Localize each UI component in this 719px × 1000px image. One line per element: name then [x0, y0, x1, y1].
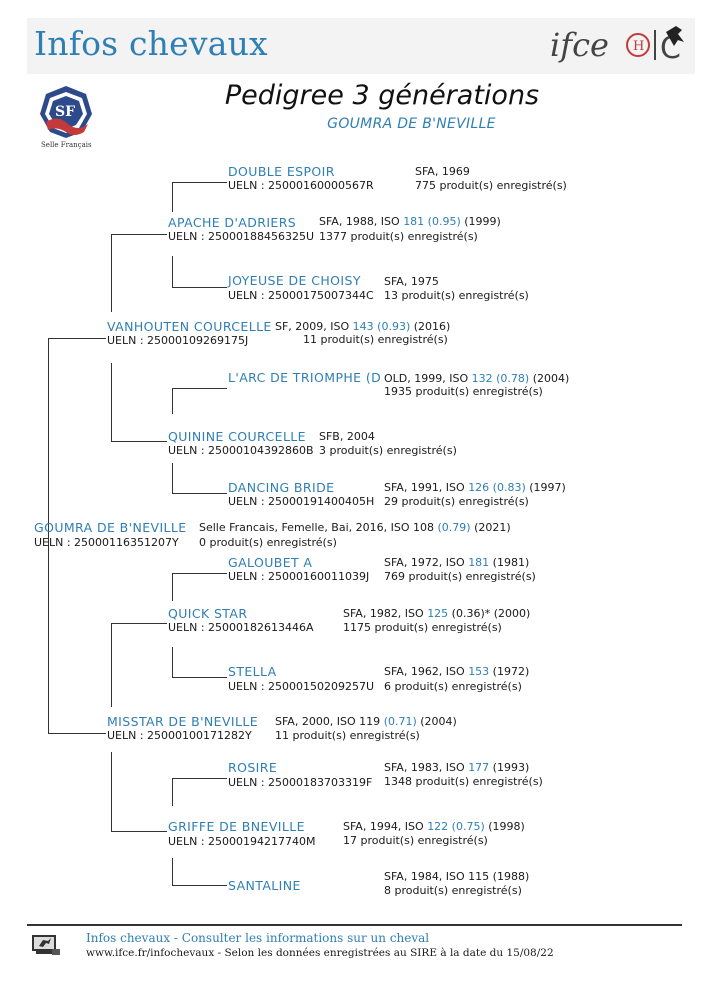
horse-ueln-dds: UELN : 25000183703319F: [228, 776, 373, 789]
connector-sire-dam: [111, 441, 167, 442]
horse-name-sire[interactable]: VANHOUTEN COURCELLE: [107, 319, 272, 334]
horse-info-sds: OLD, 1999, ISO 132 (0.78) (2004): [384, 372, 570, 385]
horse-info-dsd: SFA, 1962, ISO 153 (1972): [384, 665, 530, 678]
sf-logo-caption: Selle Français: [41, 141, 92, 149]
header-band: [27, 18, 695, 74]
horse-info-dam-dam: SFA, 1994, ISO 122 (0.75) (1998): [343, 820, 525, 833]
selle-francais-logo: SF Selle Français: [40, 86, 92, 149]
horse-info-sss: SFA, 1969: [415, 165, 470, 178]
horse-products-sss: 775 produit(s) enregistré(s): [415, 179, 567, 192]
connector-dsd: [172, 647, 173, 678]
horse-info-ssd: SFA, 1975: [384, 275, 439, 288]
horse-info-dam: SFA, 2000, ISO 119 (0.71) (2004): [275, 715, 457, 728]
horse-products-dss: 769 produit(s) enregistré(s): [384, 570, 536, 583]
horse-ueln-sss: UELN : 25000160000567R: [228, 179, 374, 192]
horse-info-sire: SF, 2009, ISO 143 (0.93) (2016): [275, 320, 451, 333]
connector-root: [48, 338, 49, 734]
horse-ueln-dam-dam: UELN : 25000194217740M: [168, 835, 316, 848]
horse-name-subject[interactable]: GOUMRA DE B'NEVILLE: [34, 520, 187, 535]
horse-ueln-dss: UELN : 25000160011039J: [228, 570, 370, 583]
horse-products-sire-sire: 1377 produit(s) enregistré(s): [319, 230, 478, 243]
connector-sss: [172, 182, 173, 212]
page-title: Pedigree 3 générations: [224, 80, 540, 111]
ifce-badge-letter: H: [633, 39, 644, 54]
footer-source: www.ifce.fr/infochevaux - Selon les donn…: [86, 947, 554, 959]
ifce-logo-text: ifce: [550, 26, 609, 64]
connector-root-sire: [48, 338, 106, 339]
horse-ueln-dam-sire: UELN : 25000182613446A: [168, 621, 314, 634]
horse-products-dam-sire: 1175 produit(s) enregistré(s): [343, 621, 502, 634]
horse-info-dss: SFA, 1972, ISO 181 (1981): [384, 556, 530, 569]
horse-name-ssd[interactable]: JOYEUSE DE CHOISY: [228, 273, 361, 288]
connector-dss: [172, 573, 173, 601]
connector-sire-up: [111, 234, 112, 312]
horse-ueln-subject: UELN : 25000116351207Y: [34, 536, 179, 549]
ifce-divider: [654, 30, 656, 60]
subject-title: GOUMRA DE B'NEVILLE: [327, 116, 496, 132]
horse-ueln-dam: UELN : 25000100171282Y: [107, 729, 252, 742]
horse-products-dsd: 6 produit(s) enregistré(s): [384, 680, 522, 693]
connector-dam-up: [111, 623, 112, 707]
computer-horse-icon: [32, 935, 60, 955]
connector-ssd: [172, 256, 173, 288]
horse-info-sdd: SFA, 1991, ISO 126 (0.83) (1997): [384, 481, 566, 494]
horse-products-ddd: 8 produit(s) enregistré(s): [384, 884, 522, 897]
horse-name-sdd[interactable]: DANCING BRIDE: [228, 480, 335, 495]
connector-sds: [172, 388, 173, 414]
horse-products-dam-dam: 17 produit(s) enregistré(s): [343, 834, 488, 847]
horse-name-sss[interactable]: DOUBLE ESPOIR: [228, 164, 335, 179]
horse-name-sds[interactable]: L'ARC DE TRIOMPHE (D: [228, 370, 382, 385]
horse-name-dam-sire[interactable]: QUICK STAR: [168, 606, 248, 621]
horse-name-sire-sire[interactable]: APACHE D'ADRIERS: [168, 215, 297, 230]
sf-logo-text: SF: [55, 104, 75, 120]
horse-ueln-ssd: UELN : 25000175007344C: [228, 289, 374, 302]
horse-products-ssd: 13 produit(s) enregistré(s): [384, 289, 529, 302]
horse-name-dds[interactable]: ROSIRE: [228, 760, 278, 775]
site-title[interactable]: Infos chevaux: [34, 24, 268, 63]
footer-divider: [27, 924, 682, 926]
horse-ueln-sdd: UELN : 25000191400405H: [228, 495, 375, 508]
horse-products-sdd: 29 produit(s) enregistré(s): [384, 495, 529, 508]
horse-products-dds: 1348 produit(s) enregistré(s): [384, 775, 543, 788]
connector-root-dam: [48, 733, 106, 734]
connector-sire-sire: [111, 234, 167, 235]
horse-products-subject: 0 produit(s) enregistré(s): [199, 536, 337, 549]
horse-ueln-sire-sire: UELN : 25000188456325U: [168, 230, 315, 243]
connector-dam-dam: [111, 831, 167, 832]
horse-info-subject: Selle Francais, Femelle, Bai, 2016, ISO …: [199, 521, 511, 534]
connector-dam-sire: [111, 623, 167, 624]
horse-name-dam[interactable]: MISSTAR DE B'NEVILLE: [107, 714, 259, 729]
connector-dam-down: [111, 752, 112, 832]
sf-ribbon-icon: [46, 118, 88, 135]
horse-name-dss[interactable]: GALOUBET A: [228, 555, 313, 570]
horse-info-sire-dam: SFB, 2004: [319, 430, 375, 443]
horse-info-dds: SFA, 1983, ISO 177 (1993): [384, 761, 530, 774]
connector-sire-down: [111, 363, 112, 441]
horse-info-dam-sire: SFA, 1982, ISO 125 (0.36)* (2000): [343, 607, 531, 620]
horse-info-ddd: SFA, 1984, ISO 115 (1988): [384, 870, 530, 883]
horse-name-ddd[interactable]: SANTALINE: [228, 878, 301, 893]
horse-ueln-sire: UELN : 25000109269175J: [107, 334, 249, 347]
connector-ddd: [172, 858, 173, 886]
connector-sdd: [172, 463, 173, 494]
horse-info-sire-sire: SFA, 1988, ISO 181 (0.95) (1999): [319, 215, 501, 228]
horse-head-icon: [666, 26, 684, 46]
horse-name-sire-dam[interactable]: QUININE COURCELLE: [168, 429, 306, 444]
horse-products-sds: 1935 produit(s) enregistré(s): [384, 385, 543, 398]
horse-name-dam-dam[interactable]: GRIFFE DE BNEVILLE: [168, 819, 305, 834]
horse-products-dam: 11 produit(s) enregistré(s): [275, 729, 420, 742]
ifce-logo[interactable]: ifce H C: [548, 22, 698, 66]
horse-ueln-dsd: UELN : 25000150209257U: [228, 680, 375, 693]
horse-ueln-sire-dam: UELN : 25000104392860B: [168, 444, 314, 457]
ifce-badge-icon: [626, 33, 650, 57]
connector-dds: [172, 778, 173, 806]
horse-products-sire: 11 produit(s) enregistré(s): [303, 333, 448, 346]
horse-name-dsd[interactable]: STELLA: [228, 664, 277, 679]
footer-title-link[interactable]: Infos chevaux - Consulter les informatio…: [86, 931, 430, 945]
horse-products-sire-dam: 3 produit(s) enregistré(s): [319, 444, 457, 457]
